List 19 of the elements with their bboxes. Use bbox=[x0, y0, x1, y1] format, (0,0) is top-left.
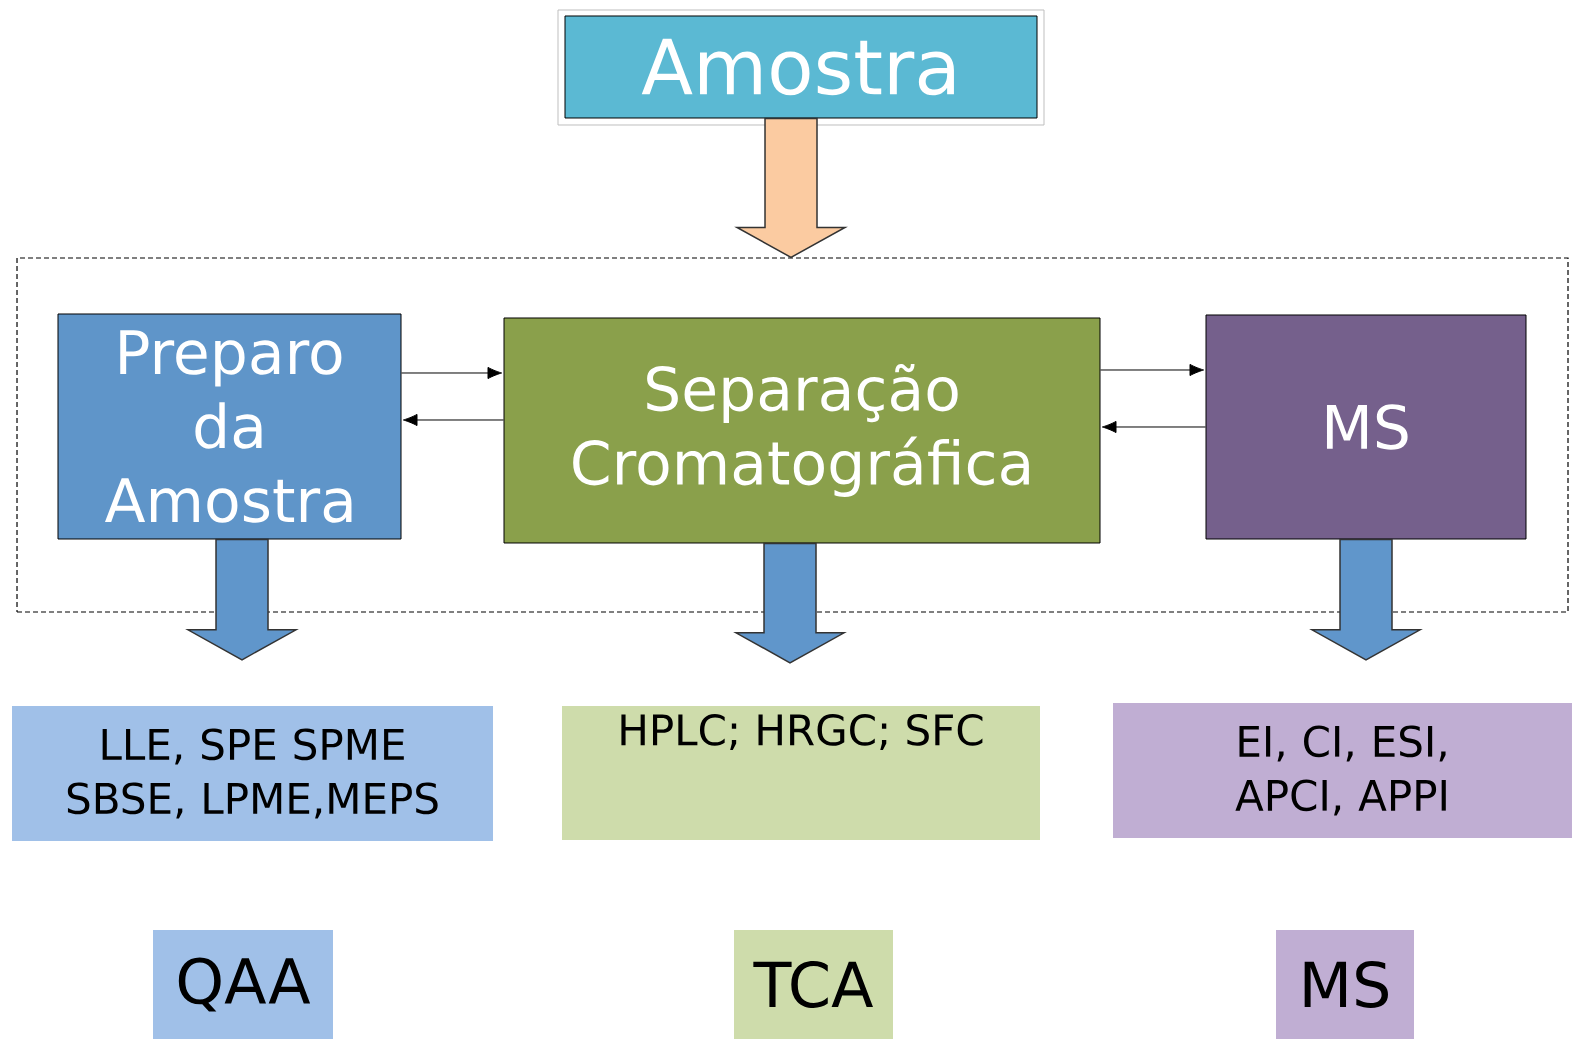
process-box: Preparo da Amostra bbox=[57, 313, 402, 540]
method-box: EI, CI, ESI, APCI, APPI bbox=[1113, 703, 1572, 838]
arrow bbox=[402, 413, 504, 427]
process-box: MS bbox=[1205, 314, 1527, 540]
label-box: MS bbox=[1276, 930, 1414, 1039]
arrow bbox=[1101, 420, 1206, 434]
method-box: LLE, SPE SPME SBSE, LPME,MEPS bbox=[12, 706, 493, 841]
block-arrow bbox=[733, 542, 847, 664]
block-arrow bbox=[185, 538, 299, 661]
title-box: Amostra bbox=[557, 9, 1045, 126]
label-box: TCA bbox=[734, 930, 893, 1039]
block-arrow bbox=[734, 117, 848, 259]
arrow bbox=[1100, 363, 1205, 377]
process-box: Separação Cromatográfica bbox=[503, 317, 1101, 544]
arrow bbox=[401, 366, 503, 380]
dashed-frame bbox=[16, 257, 1569, 613]
block-arrow bbox=[1309, 538, 1423, 661]
method-box: HPLC; HRGC; SFC bbox=[562, 706, 1040, 840]
label-box: QAA bbox=[153, 930, 333, 1039]
